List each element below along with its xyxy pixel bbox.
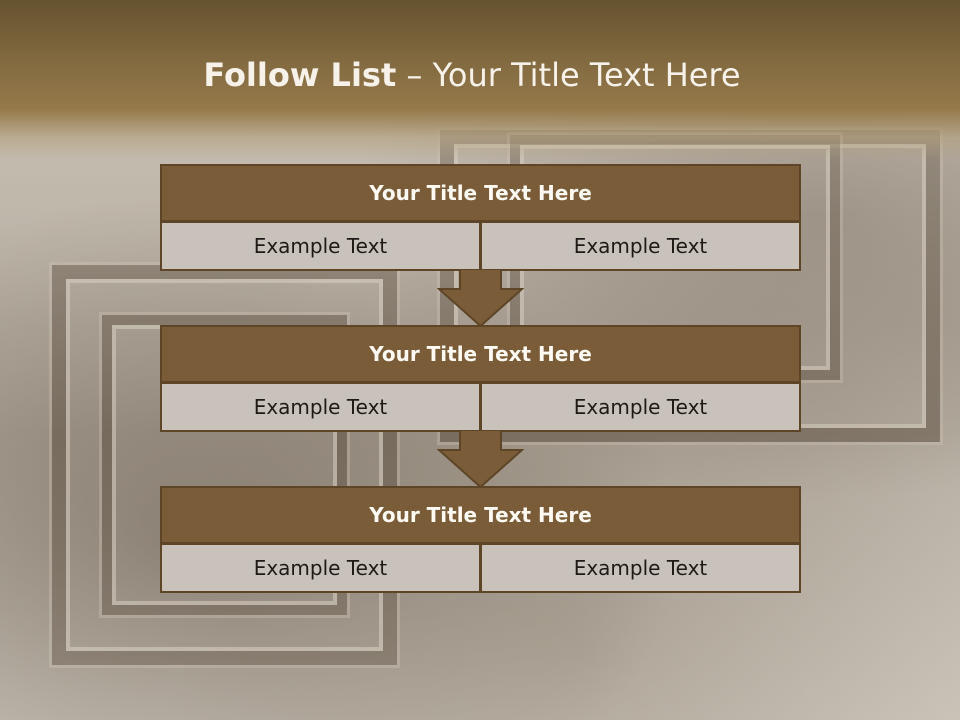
step-cell-left: Example Text bbox=[160, 221, 481, 271]
down-arrow-icon bbox=[437, 269, 524, 327]
step-title: Your Title Text Here bbox=[160, 486, 801, 544]
step-cell-right: Example Text bbox=[480, 221, 801, 271]
slide-title-rest: – Your Title Text Here bbox=[396, 56, 741, 94]
step-cell-left: Example Text bbox=[160, 543, 481, 593]
step-title: Your Title Text Here bbox=[160, 164, 801, 222]
slide-title-bold: Follow List bbox=[203, 56, 397, 94]
slide-title: Follow List – Your Title Text Here bbox=[0, 56, 944, 94]
step-cell-left: Example Text bbox=[160, 382, 481, 432]
ornate-frame-inner-image bbox=[102, 315, 347, 615]
down-arrow-icon bbox=[437, 430, 524, 488]
step-cell-right: Example Text bbox=[480, 543, 801, 593]
step-cell-right: Example Text bbox=[480, 382, 801, 432]
header-band bbox=[0, 0, 960, 160]
step-block-2: Your Title Text Here Example Text Exampl… bbox=[160, 325, 801, 432]
step-title: Your Title Text Here bbox=[160, 325, 801, 383]
step-block-1: Your Title Text Here Example Text Exampl… bbox=[160, 164, 801, 271]
step-block-3: Your Title Text Here Example Text Exampl… bbox=[160, 486, 801, 593]
